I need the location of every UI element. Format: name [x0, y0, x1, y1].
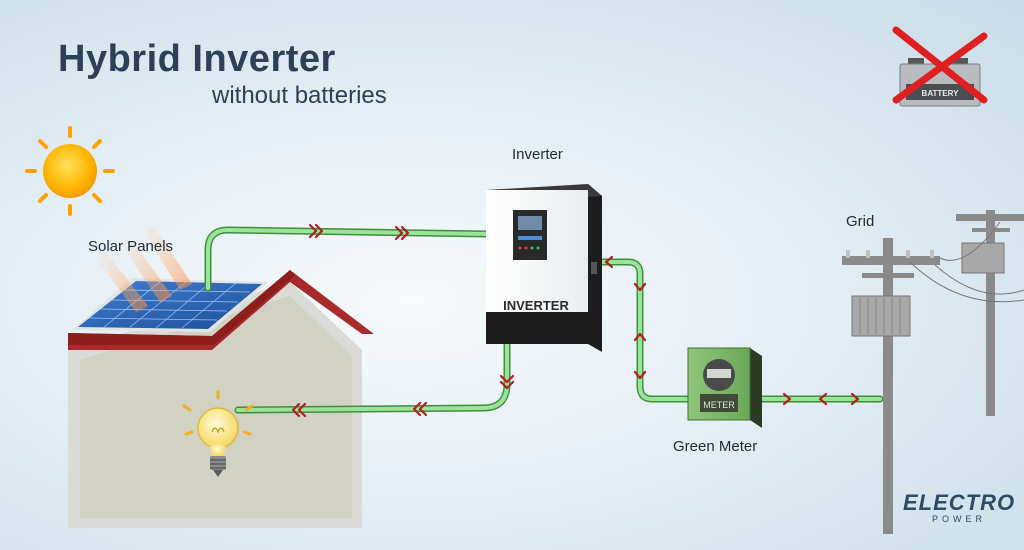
house [68, 270, 374, 528]
solar-panels-label: Solar Panels [88, 238, 174, 255]
sun-icon [25, 126, 115, 216]
inverter-label: INVERTER [503, 298, 569, 313]
green-meter: METER [687, 347, 762, 428]
utility-pole-icon [842, 210, 1024, 534]
meter-label: METER [703, 400, 735, 410]
inverter-unit: INVERTER [486, 184, 602, 352]
flow-arrows [291, 223, 860, 418]
grid-label: Grid [846, 213, 875, 230]
green-meter-label: Green Meter [673, 438, 758, 455]
page-subtitle: without batteries [212, 82, 387, 109]
brand-logo: ELECTRO POWER [903, 490, 1015, 524]
inverter-caption: Inverter [512, 146, 563, 163]
battery-label: BATTERY [922, 89, 960, 98]
brand-name: ELECTRO [903, 490, 1016, 515]
light-bulb-icon [182, 390, 254, 477]
brand-tagline: POWER [932, 514, 987, 524]
sun-rays [96, 226, 192, 312]
page-title: Hybrid Inverter [58, 38, 336, 80]
battery-crossed-icon: BATTERY [892, 26, 988, 107]
